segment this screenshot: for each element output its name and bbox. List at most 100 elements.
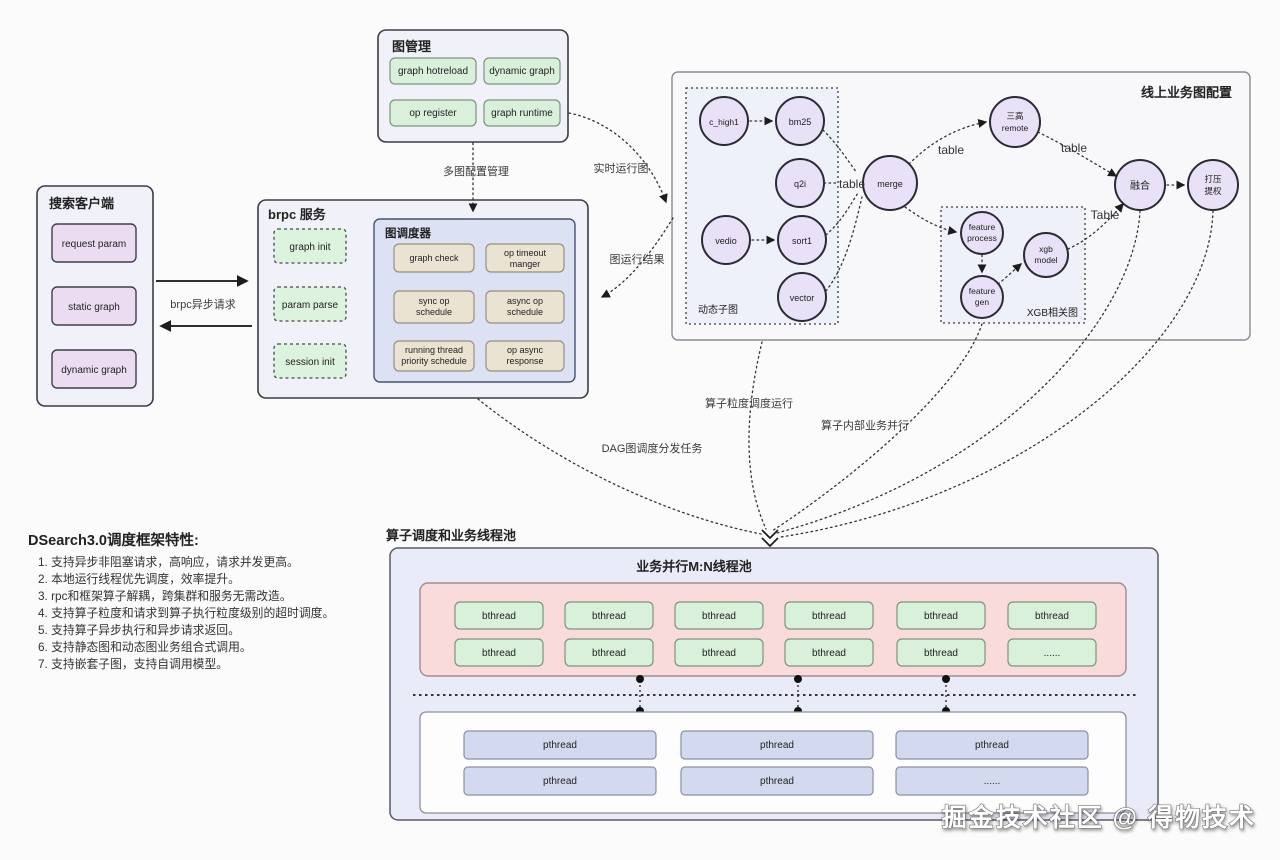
node-merge [862,155,918,211]
feature-item: 7. 支持嵌套子图，支持自调用模型。 [38,657,228,671]
op-timeout-label-2: manger [510,259,541,269]
bthread-box [564,638,654,667]
session-init-label: session init [285,357,335,368]
feature-item: 2. 本地运行线程优先调度，效率提升。 [38,572,240,586]
pthread-label: pthread [760,740,794,751]
pthread-label: pthread [975,740,1009,751]
graph-runtime-label: graph runtime [491,108,553,119]
bthread-label: bthread [812,648,846,659]
node-bm25-label: bm25 [789,117,812,127]
bthread-box [564,601,654,630]
feature-item: 6. 支持静态图和动态图业务组合式调用。 [38,640,252,654]
graph-management-title: 图管理 [392,39,431,54]
feature-item: 5. 支持算子异步执行和异步请求返回。 [38,623,240,637]
dag-dispatch-label: DAG图调度分发任务 [602,441,703,455]
graph-result-label: 图运行结果 [610,253,665,266]
graph-management-panel: 图管理 graph hotreload dynamic graph op reg… [377,29,569,143]
node-feature-process-label-2: process [967,233,997,243]
realtime-graph-label: 实时运行图 [594,161,649,175]
op-timeout-label-1: op timeout [504,248,547,258]
dynamic-graph-box [483,57,561,85]
bthread-label: bthread [592,648,626,659]
flow-realtime-graph [568,112,668,204]
table-label-3: table [1061,141,1087,155]
table-label-4: Table [1091,208,1120,222]
pthread-pool-box [419,711,1127,814]
running-thread-label-1: running thread [405,345,463,355]
node-bm25 [775,96,825,146]
brpc-service-title: brpc 服务 [268,207,327,222]
dynamic-graph-client-label: dynamic graph [61,365,127,376]
async-op-label-1: async op [507,296,543,306]
pthread-box [895,730,1089,760]
graph-scheduler-title: 图调度器 [385,226,431,240]
node-c-high1-label: c_high1 [709,117,739,127]
feature-item: 4. 支持算子粒度和请求到算子执行粒度级别的超时调度。 [38,606,334,620]
async-op-label-2: schedule [507,307,543,317]
node-fusion-label: 融合 [1130,179,1150,192]
op-async-response-label-2: response [506,356,543,366]
node-fusion [1114,159,1166,211]
node-suppress-label-2: 提权 [1204,186,1222,196]
graph-init-label: graph init [289,242,330,253]
pthread-box [463,730,657,760]
param-parse-label: param parse [282,300,339,311]
session-init-box [273,343,347,379]
node-feature-gen-label-2: gen [975,297,989,307]
edge-xgbmodel-fusion [1067,202,1124,250]
bthread-box [896,601,986,630]
flow-xgb-pool [771,323,983,532]
op-register-label: op register [409,108,457,119]
watermark: 掘金技术社区 @ 得物技术 [942,803,1256,832]
edge-merge-featureprocess [904,206,958,235]
graph-init-box [273,228,347,264]
node-xgb-model-label-2: model [1034,255,1057,265]
bthread-ellipsis-box [1007,638,1097,667]
online-config-title: 线上业务图配置 [1141,85,1232,100]
bthread-label: bthread [592,611,626,622]
mn-pool-title: 业务并行M:N线程池 [636,559,752,574]
table-label-1: table [839,177,865,191]
node-vector [777,272,827,322]
bthread-label: bthread [702,648,736,659]
node-sort1 [777,215,827,265]
pthread-box [463,766,657,796]
edge-merge-sangao [908,118,988,165]
node-c-high1 [699,96,749,146]
edge-featuregen-xgbmodel [997,263,1023,285]
thread-pool-section-title: 算子调度和业务线程池 [386,528,516,543]
node-q2i-label: q2i [794,179,806,189]
convergence-arrow-icon [761,529,779,548]
bthread-box [454,601,544,630]
edge-sort1-merge [825,192,859,236]
bthread-box [454,638,544,667]
bthread-label: bthread [1035,611,1069,622]
brpc-service-panel: brpc 服务 graph init param parse session i… [257,199,589,399]
pthread-ellipsis-label: ...... [984,776,1001,787]
pthread-box [680,766,874,796]
op-async-response-box [485,340,565,372]
dynamic-graph-label: dynamic graph [489,66,555,77]
node-sangao-label-2: remote [1002,123,1029,133]
bthread-label: bthread [924,648,958,659]
bthread-label: bthread [812,611,846,622]
feature-item: 3. rpc和框架算子解耦，跨集群和服务无需改造。 [38,589,292,603]
connector-dot [794,675,802,683]
multigraph-config-label: 多图配置管理 [443,164,509,178]
node-xgb-model [1023,232,1069,278]
brpc-request-label: brpc异步请求 [170,298,235,311]
pthread-box [680,730,874,760]
op-register-box [389,99,477,127]
bthread-label: bthread [482,648,516,659]
node-feature-process-label-1: feature [969,222,996,232]
pthread-label: pthread [543,776,577,787]
node-sangao-label-1: 三高 [1006,111,1023,121]
graph-check-box [393,243,475,273]
op-async-response-label-1: op async [507,345,544,355]
request-param-label: request param [62,239,126,250]
feature-list-title: DSearch3.0调度框架特性: [28,531,199,549]
static-graph-box [51,286,137,326]
flow-fusion-pool [776,210,1141,534]
node-xgb-model-label-1: xgb [1039,244,1053,254]
